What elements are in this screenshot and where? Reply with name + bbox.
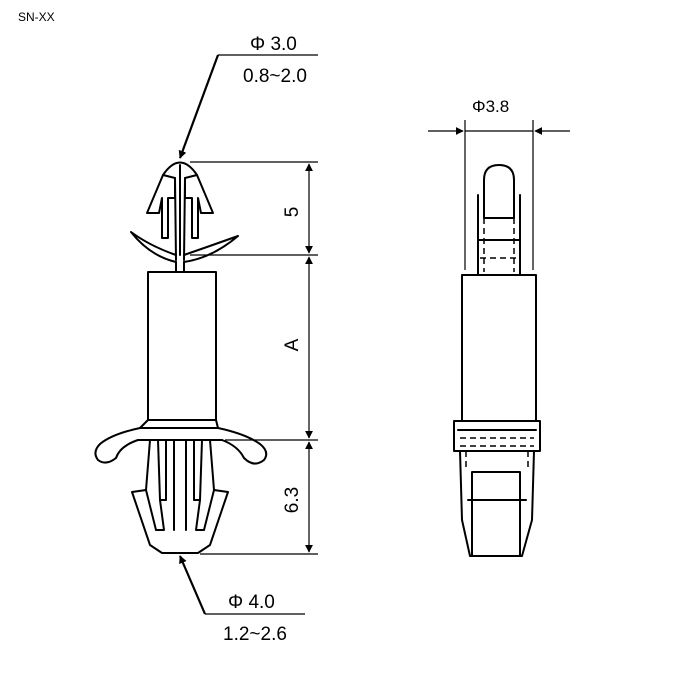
body-height: A: [282, 338, 303, 351]
top-lock-diameter: Φ 3.0: [250, 34, 297, 55]
bottom-lock-leader: [178, 555, 305, 615]
top-lock-leader: [178, 54, 318, 159]
front-view: [94, 161, 268, 554]
top-lock-head: [146, 161, 214, 261]
bottom-lock-thickness-range: 1.2~2.6: [223, 624, 287, 645]
top-lock-thickness-range: 0.8~2.0: [243, 66, 307, 87]
side-view: [428, 120, 570, 557]
bottom-flange: [94, 419, 268, 465]
model-code-label: SN-XX: [18, 10, 55, 24]
upper-wings: [130, 231, 239, 273]
spacer-body: [147, 271, 217, 421]
bottom-head-height: 6.3: [282, 487, 303, 513]
side-width-diameter: Φ3.8: [472, 97, 509, 116]
bottom-lock-diameter: Φ 4.0: [228, 592, 275, 613]
top-head-height: 5: [282, 207, 303, 218]
height-dimensions: [190, 161, 318, 555]
bottom-lock-head: [131, 439, 229, 554]
